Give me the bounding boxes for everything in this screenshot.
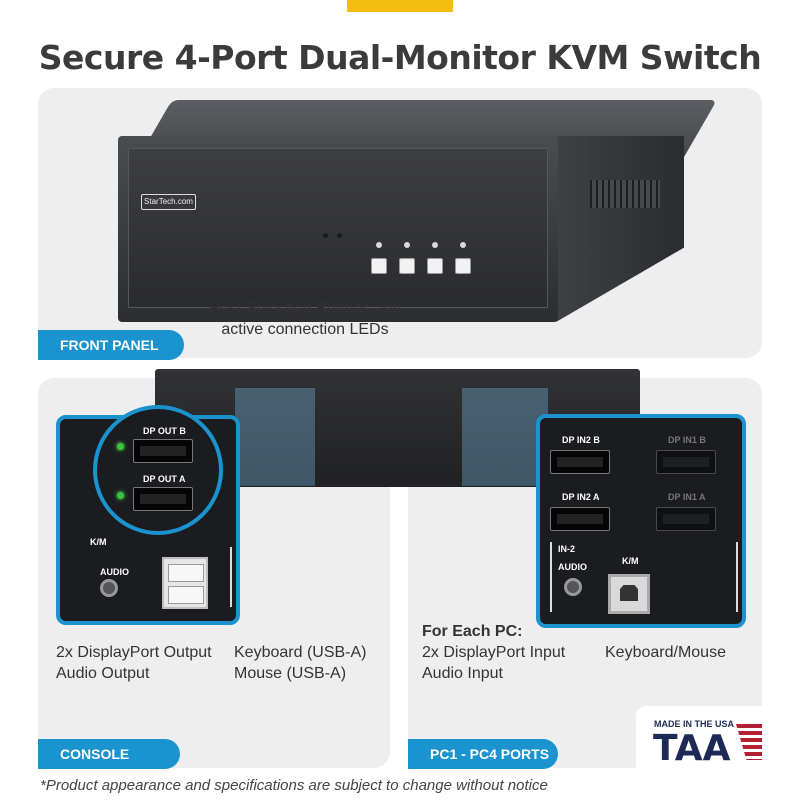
pc-caption-left-1: 2x DisplayPort Input (422, 644, 566, 661)
dp-in2-a-port (550, 507, 610, 531)
console-ports-tag: CONSOLE PORTS (38, 739, 180, 792)
host-button-2[interactable] (399, 258, 415, 274)
dp-in1-a-port (656, 507, 716, 531)
pc-caption-heading: For Each PC: (422, 623, 523, 640)
vent-grille (590, 180, 660, 208)
pc-audio-jack (564, 578, 582, 596)
console-dp-circle: DP OUT B DP OUT A (93, 405, 223, 535)
console-audio-label: AUDIO (100, 567, 129, 577)
console-caption-left-2: Audio Output (56, 665, 150, 682)
front-caption-line2: active connection LEDs (221, 321, 389, 338)
highlight-pc (462, 388, 548, 486)
led-green-b (117, 443, 124, 450)
host-button-1[interactable] (371, 258, 387, 274)
in2-label: IN-2 (558, 544, 576, 554)
host-button-4[interactable] (455, 258, 471, 274)
footnote: *Product appearance and specifications a… (40, 777, 548, 794)
pc-audio-label: AUDIO (558, 562, 587, 572)
dp-in2-a-label: DP IN2 A (562, 492, 600, 502)
dp-in1-b-port (656, 450, 716, 474)
host-led-3 (432, 242, 438, 248)
led-green-a (117, 492, 124, 499)
page-title: Secure 4-Port Dual-Monitor KVM Switch (38, 38, 762, 77)
dp-out-a-port (133, 487, 193, 511)
dp-in1-a-label: DP IN1 A (668, 492, 706, 502)
pc-caption-left: For Each PC: 2x DisplayPort Input Audio … (422, 621, 565, 684)
pc-ports-tag: PC1 - PC4 PORTS (408, 739, 558, 769)
pc-caption-left-2: Audio Input (422, 665, 503, 682)
host-led-2 (404, 242, 410, 248)
audio-jack (100, 579, 118, 597)
kvm-front-face (128, 148, 548, 308)
front-caption-line1: Host Selection Buttons and (208, 300, 402, 317)
indicator-led (323, 233, 328, 238)
console-caption-right-2: Mouse (USB-A) (234, 665, 347, 682)
brand-logo: StarTech.com (141, 194, 196, 210)
highlight-console (235, 388, 315, 486)
console-caption-left-1: 2x DisplayPort Output (56, 644, 212, 661)
front-panel-tag: FRONT PANEL (38, 330, 184, 360)
accent-bar (347, 0, 453, 12)
dp-in2-b-label: DP IN2 B (562, 435, 600, 445)
pc-km-label: K/M (622, 556, 639, 566)
console-km-label: K/M (90, 537, 107, 547)
dp-out-a-label: DP OUT A (143, 474, 186, 484)
usb-a-ports (162, 557, 208, 609)
dp-in2-b-port (550, 450, 610, 474)
console-caption-left: 2x DisplayPort Output Audio Output (56, 642, 212, 684)
pc-ports-zoom: DP IN2 B DP IN2 A DP IN1 B DP IN1 A IN-2… (536, 414, 746, 628)
usb-b-port (608, 574, 650, 614)
console-caption-right-1: Keyboard (USB-A) (234, 644, 367, 661)
divider (736, 542, 738, 612)
host-button-3[interactable] (427, 258, 443, 274)
indicator-led (337, 233, 342, 238)
front-caption: Host Selection Buttons and active connec… (200, 298, 410, 340)
dp-out-b-label: DP OUT B (143, 426, 186, 436)
host-led-4 (460, 242, 466, 248)
pc-caption-right: Keyboard/Mouse (605, 644, 726, 661)
divider (230, 547, 232, 607)
made-in-usa-text: MADE IN THE USA (654, 719, 735, 729)
console-caption-right: Keyboard (USB-A) Mouse (USB-A) (234, 642, 367, 684)
taa-text: TAA (653, 728, 731, 769)
host-led-1 (376, 242, 382, 248)
dp-out-b-port (133, 439, 193, 463)
taa-badge (636, 706, 762, 778)
divider (550, 542, 552, 612)
dp-in1-b-label: DP IN1 B (668, 435, 706, 445)
